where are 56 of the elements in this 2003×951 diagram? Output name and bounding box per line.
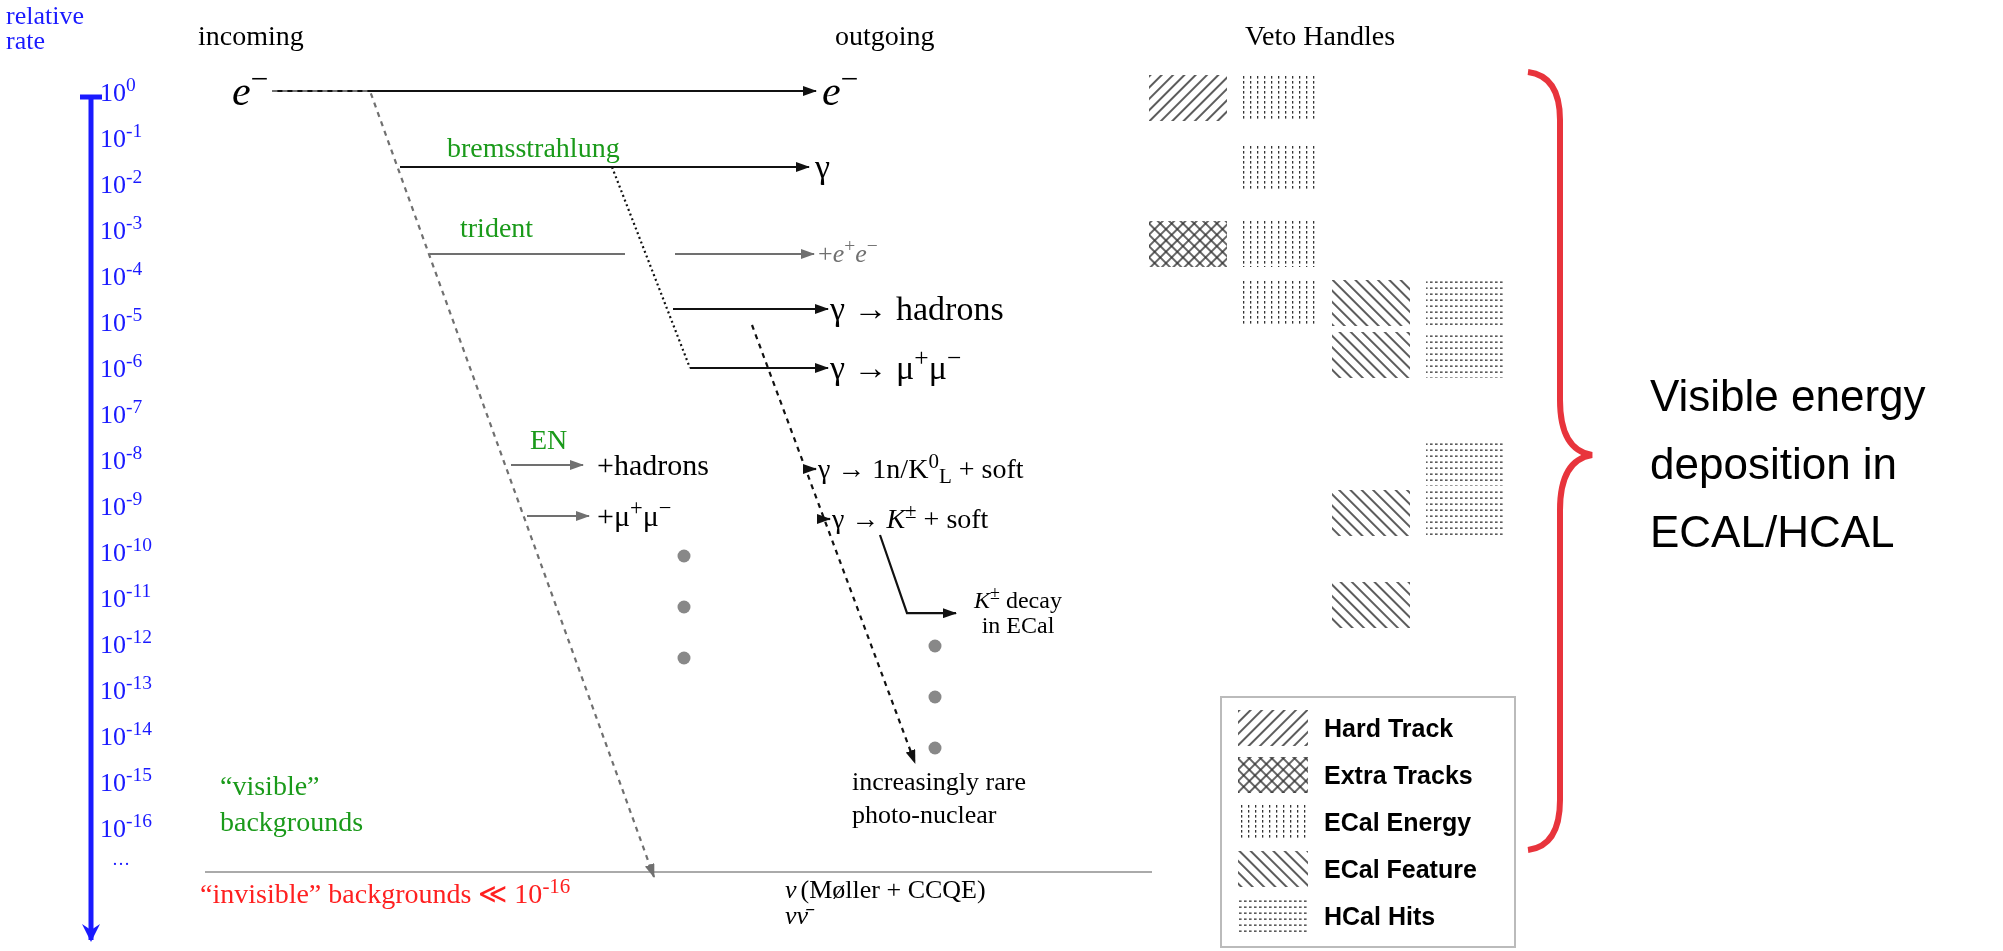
tick-label: 10$^{-2}$ — [100, 172, 143, 198]
column-heading: incoming — [198, 22, 304, 50]
column-heading: outgoing — [835, 22, 935, 50]
tick-label: 10$^{-3}$ — [100, 218, 143, 244]
tick-label: 10$^{-16}$ — [100, 816, 152, 842]
arrow — [272, 89, 656, 878]
arrow — [400, 162, 810, 172]
process-label: increasingly rare photo-nuclear — [852, 766, 1064, 831]
column-heading: Veto Handles — [1245, 22, 1396, 50]
tick-label: 10$^{-1}$ — [100, 126, 143, 152]
tick-label: 10$^{0}$ — [100, 80, 136, 106]
tick-label: 10$^{-15}$ — [100, 770, 152, 796]
arrow — [817, 514, 831, 524]
tick-label: 10$^{-5}$ — [100, 310, 143, 336]
tick-label: 10$^{-11}$ — [100, 586, 152, 612]
legend-label: ECal Feature — [1324, 856, 1477, 882]
tick-label: 10$^{-7}$ — [100, 402, 143, 428]
legend-label: Extra Tracks — [1324, 762, 1473, 788]
region-label: “visible” backgrounds — [220, 769, 365, 840]
tick-label: 10$^{-4}$ — [100, 264, 143, 290]
process-label: +μ$^{+}$μ$^{−}$ — [597, 501, 672, 531]
process-label: γ → μ$^{+}$μ$^{−}$ — [830, 351, 962, 385]
process-label: +e$^{+}$e$^{−}$ — [818, 241, 878, 267]
bracket-label: Visible energy deposition in ECAL/HCAL — [1650, 370, 1927, 559]
tick-label: 10$^{-10}$ — [100, 540, 152, 566]
arrow — [527, 511, 590, 521]
process-label: γ → hadrons — [830, 292, 1004, 326]
tick-label: 10$^{-13}$ — [100, 678, 152, 704]
arrow — [511, 460, 584, 470]
background-note: “invisible” backgrounds ≪ 10$^{-16}$ — [200, 880, 571, 908]
arrow — [878, 534, 957, 619]
tick-label: 10$^{-6}$ — [100, 356, 143, 382]
arrow — [803, 464, 817, 474]
arrow — [673, 304, 829, 314]
tick-label: 10$^{-9}$ — [100, 494, 143, 520]
particle-label: e$^{−}$ — [822, 70, 859, 112]
axis-title: relative rate — [6, 4, 85, 54]
particle-label: νν̄ — [785, 903, 986, 929]
process-label: γ → 1n/K$^{0}$$_{L}$ + soft — [818, 455, 1024, 483]
tick-label: 10$^{-8}$ — [100, 448, 143, 474]
process-label: (Møller + CCQE) — [800, 877, 986, 903]
legend-label: HCal Hits — [1324, 903, 1436, 929]
tick-label: 10$^{-14}$ — [100, 724, 152, 750]
arrow — [428, 249, 816, 259]
arrow — [690, 363, 829, 373]
particle-label: e$^{−}$ — [232, 70, 269, 112]
tick-label: 10$^{-12}$ — [100, 632, 152, 658]
process-label: γ → K$^{±}$ + soft — [832, 505, 989, 533]
legend-label: ECal Energy — [1324, 809, 1472, 835]
legend-label: Hard Track — [1324, 715, 1454, 741]
tick-label: … — [112, 850, 130, 868]
particle-label: γ — [815, 150, 831, 184]
arrow — [750, 324, 917, 764]
particle-label: ν — [785, 877, 797, 903]
process-label: +hadrons — [597, 450, 709, 480]
process-label: K$^{±}$ decay in ECal — [962, 588, 1074, 639]
